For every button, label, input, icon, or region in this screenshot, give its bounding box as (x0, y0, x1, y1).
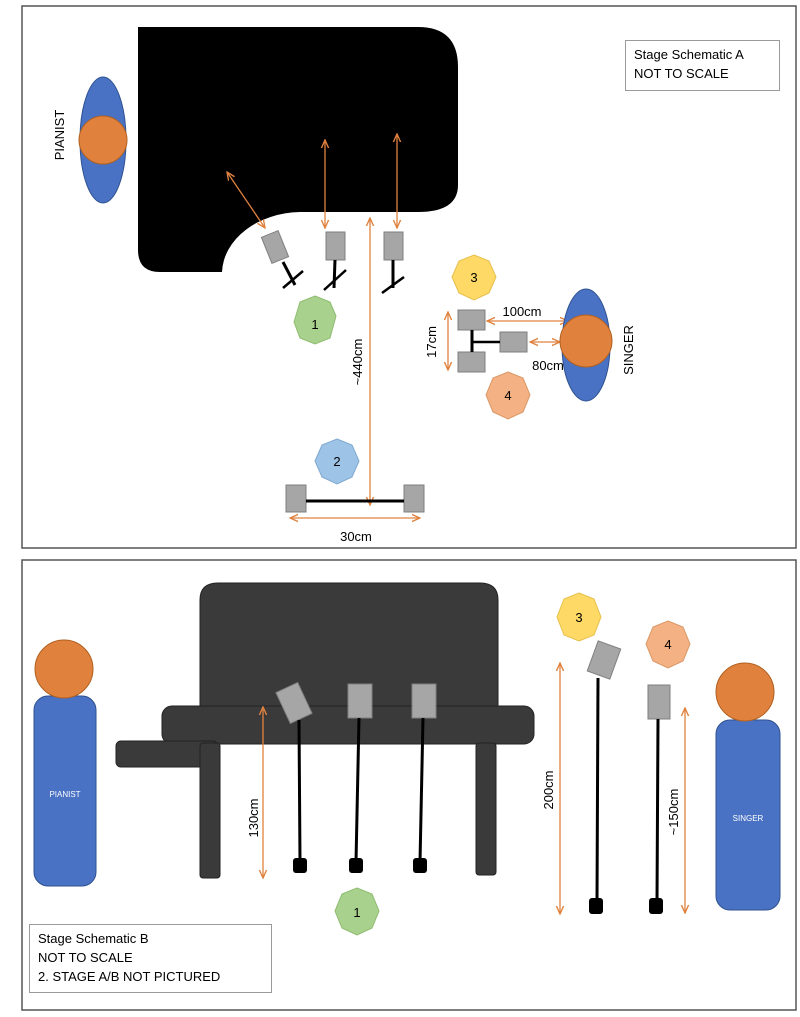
measure-singer-distance-lower: 80cm (532, 358, 564, 373)
pianist-b (33, 639, 97, 887)
mic-position-1-a: 1 (293, 295, 337, 345)
schematic-a-scale-note: NOT TO SCALE (634, 66, 729, 81)
mic-stand-3 (586, 640, 622, 914)
singer-b (715, 662, 781, 911)
singer-label-b: SINGER (733, 814, 764, 823)
singer-head (559, 314, 613, 368)
mic-position-3-b: 3 (556, 592, 602, 642)
pianist-label-b: PIANIST (49, 790, 80, 799)
measure-piano-mic-height: 130cm (246, 798, 261, 837)
mic-3-label-a: 3 (470, 270, 477, 285)
measure-singer-pair-spacing: 17cm (424, 326, 439, 358)
pianist-head-b (34, 639, 94, 699)
schematic-b-caption: Stage Schematic B NOT TO SCALE 2. STAGE … (29, 924, 272, 993)
piano-mic-left (260, 229, 304, 289)
schematic-b-footnote: 2. STAGE A/B NOT PICTURED (38, 969, 221, 984)
schematic-a-title: Stage Schematic A (634, 47, 744, 62)
piano-leg-left (199, 742, 221, 879)
schematic-a-caption: Stage Schematic A NOT TO SCALE (625, 40, 780, 91)
mic-4-label-b: 4 (664, 637, 671, 652)
measure-pair-spacing: 30cm (340, 529, 372, 544)
mic-1-label-b: 1 (353, 905, 360, 920)
piano-lid (199, 582, 499, 717)
mic-stand-4 (647, 684, 671, 914)
pianist-label-a: PIANIST (52, 110, 67, 161)
singer-head-b (715, 662, 775, 722)
mic-position-1-b: 1 (334, 887, 380, 936)
piano-mic-right (381, 231, 405, 295)
mic-2-label-a: 2 (333, 454, 340, 469)
mic-position-3-a: 3 (451, 254, 497, 301)
schematic-b-title: Stage Schematic B (38, 931, 149, 946)
pianist-a (78, 76, 128, 204)
mic-3-label-b: 3 (575, 610, 582, 625)
piano-mic-stand-right (411, 683, 437, 873)
spaced-pair-a (285, 484, 425, 513)
mic-position-2-a: 2 (314, 438, 360, 485)
piano-mic-stand-mid (347, 683, 373, 873)
measure-singer-distance-upper: 100cm (502, 304, 541, 319)
schematic-b-scale-note: NOT TO SCALE (38, 950, 133, 965)
piano-mic-stand-left (275, 681, 313, 873)
pianist-head (78, 115, 128, 165)
measure-pair-distance: ~440cm (350, 339, 365, 386)
measure-piano-mic-mid: ~30cm (305, 168, 320, 207)
singer-mic-pair-a (457, 309, 528, 373)
mic-position-4-a: 4 (485, 371, 531, 420)
measure-mic3-height: 200cm (541, 770, 556, 809)
piano-side-view (115, 582, 535, 879)
measure-mic4-height: ~150cm (666, 789, 681, 836)
piano-leg-right (475, 742, 497, 876)
mic-1-label-a: 1 (311, 317, 318, 332)
measure-piano-mic-right: ~30cm (377, 166, 392, 205)
piano-top-view (138, 27, 458, 272)
singer-label-a: SINGER (621, 325, 636, 375)
mic-4-label-a: 4 (504, 388, 511, 403)
singer-a (559, 288, 613, 402)
piano-mic-mid (323, 231, 347, 291)
mic-position-4-b: 4 (645, 620, 691, 669)
arrow-piano-mic-left (227, 172, 265, 228)
